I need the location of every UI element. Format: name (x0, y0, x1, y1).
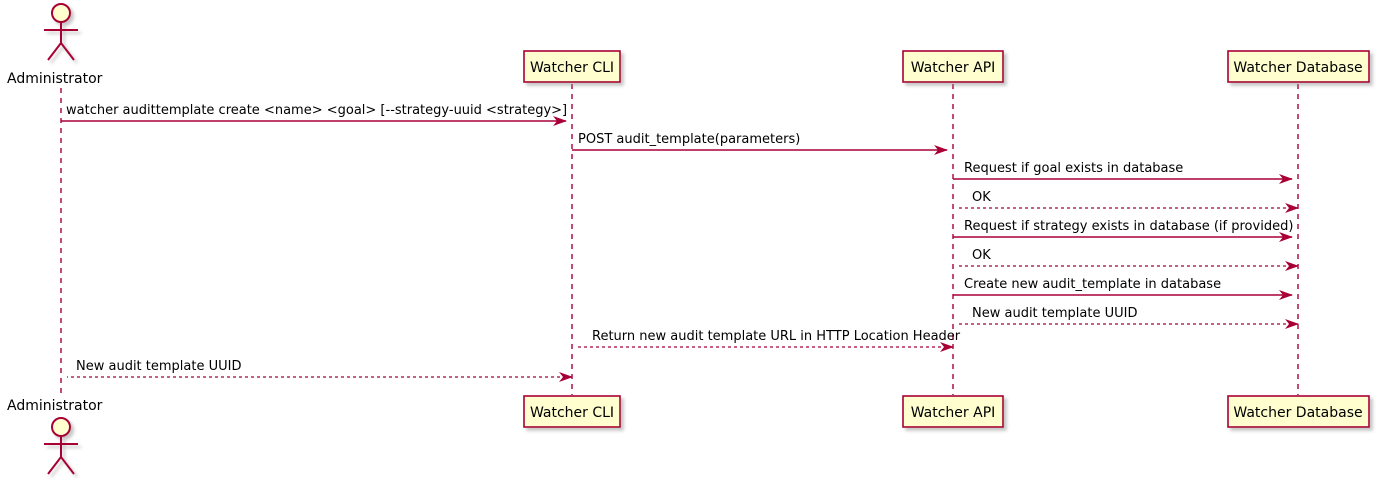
participant-box (1227, 395, 1370, 428)
participant-watcher-cli-top[interactable]: Watcher CLI (523, 50, 621, 83)
participant-watcher-api-top[interactable]: Watcher API (902, 50, 1004, 83)
participant-label: Watcher API (911, 60, 996, 76)
participant-box (902, 395, 1004, 428)
participant-watcher-database-top[interactable]: Watcher Database (1227, 50, 1370, 83)
participant-watcher-api-bottom[interactable]: Watcher API (902, 395, 1004, 428)
actor-administrator-top[interactable] (44, 3, 78, 61)
message-3[interactable]: Request if goal exists in database (953, 161, 1293, 184)
message-2[interactable]: POST audit_template(parameters) (572, 132, 948, 155)
participant-label: Watcher CLI (530, 405, 614, 421)
participant-box (523, 50, 621, 83)
message-label: New audit template UUID (76, 359, 241, 374)
participant-label: Watcher Database (1233, 60, 1362, 76)
participant-label: Watcher Database (1233, 405, 1362, 421)
message-9[interactable]: Return new audit template URL in HTTP Lo… (578, 329, 961, 352)
message-1[interactable]: watcher audittemplate create <name> <goa… (61, 103, 567, 126)
message-7[interactable]: Create new audit_template in database (953, 277, 1293, 300)
message-8[interactable]: New audit template UUID (959, 306, 1299, 329)
message-label: OK (972, 248, 991, 263)
participant-label: Watcher API (911, 405, 996, 421)
message-label: watcher audittemplate create <name> <goa… (66, 103, 567, 118)
participant-box (1227, 50, 1370, 83)
message-label: Return new audit template URL in HTTP Lo… (592, 329, 961, 344)
actor-administrator-bottom[interactable] (44, 417, 78, 475)
message-5[interactable]: Request if strategy exists in database (… (953, 219, 1293, 242)
actor-head-icon (51, 417, 71, 437)
message-4[interactable]: OK (959, 190, 1299, 213)
participant-box (523, 395, 621, 428)
actor-label-administrator-bottom: Administrator (7, 398, 103, 414)
message-label: POST audit_template(parameters) (578, 132, 800, 147)
participant-label: Watcher CLI (530, 60, 614, 76)
actor-label-administrator-top: Administrator (7, 71, 103, 87)
participant-box (902, 50, 1004, 83)
message-label: Create new audit_template in database (964, 277, 1221, 292)
message-label: Request if goal exists in database (964, 161, 1183, 176)
message-10[interactable]: New audit template UUID (67, 359, 573, 382)
actor-head-icon (51, 3, 71, 23)
lifelines (60, 84, 1299, 395)
actor-leg-left-icon (47, 42, 62, 61)
participant-watcher-cli-bottom[interactable]: Watcher CLI (523, 395, 621, 428)
message-6[interactable]: OK (959, 248, 1299, 271)
participant-watcher-database-bottom[interactable]: Watcher Database (1227, 395, 1370, 428)
message-label: Request if strategy exists in database (… (964, 219, 1293, 234)
actor-leg-right-icon (60, 42, 75, 61)
actor-leg-left-icon (47, 456, 62, 475)
message-label: OK (972, 190, 991, 205)
actor-leg-right-icon (60, 456, 75, 475)
message-label: New audit template UUID (972, 306, 1137, 321)
